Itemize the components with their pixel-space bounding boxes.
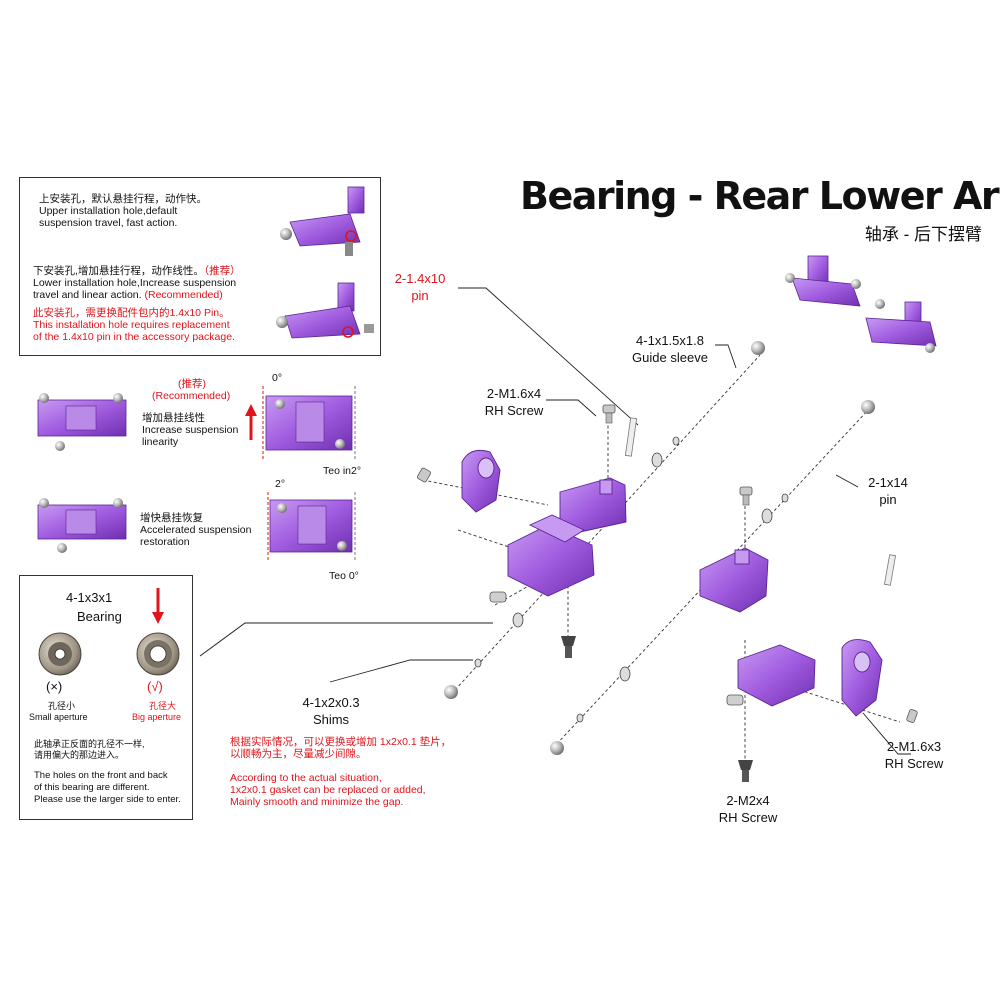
lower-hole-text-en-1: Lower installation hole,Increase suspens… [33, 277, 237, 289]
pin-1-4x10-part [624, 417, 638, 457]
shim-note-zh-2: 以顺畅为主，尽量减少间隙。 [230, 748, 367, 760]
bearing-title-1: 4-1x3x1 [66, 590, 113, 605]
pin-1x14-right-part [883, 554, 897, 586]
bearing-note-en-2: of this bearing are different. [34, 782, 150, 793]
right-knuckle-part [841, 639, 883, 717]
wrong-mark: (×) [46, 679, 63, 694]
assembled-arm-preview-image [785, 255, 937, 353]
install-hole-box: 上安装孔，默认悬挂行程，动作快。 Upper installation hole… [19, 177, 381, 356]
red-up-arrow-icon [245, 404, 257, 440]
linearity-text-zh: 增加悬挂线性 [142, 412, 205, 424]
page-title: Bearing - Rear Lower Arm [520, 174, 1000, 218]
upper-hole-text-en-2: suspension travel, fast action. [39, 217, 178, 229]
toe-in2-label: Teo in2° [323, 465, 362, 477]
right-upper-mount-part [699, 547, 769, 613]
angle-0-label: 0° [272, 372, 283, 384]
shim-note-zh-1: 根据实际情况，可以更换或增加 1x2x0.1 垫片， [230, 736, 452, 748]
toe-in2-right-image [262, 386, 356, 460]
pin-note-en-2: of the 1.4x10 pin in the accessory packa… [33, 331, 235, 343]
bearing-note-zh-1: 此轴承正反面的孔径不一样, [34, 739, 145, 749]
bearing-note-en-1: The holes on the front and back [34, 770, 168, 781]
guide-sleeve-balls [444, 341, 875, 755]
linearity-text-en-2: linearity [142, 436, 179, 448]
lower-hole-text-zh: 下安装孔,增加悬挂行程，动作线性。（推荐） [33, 265, 241, 277]
toe-0-label: Teo 0° [329, 570, 359, 582]
upper-hole-text-en-1: Upper installation hole,default [39, 205, 178, 217]
pin-note-en-1: This installation hole requires replacem… [33, 319, 230, 331]
bearing-leader-line [199, 622, 493, 657]
right-mark: (√) [147, 679, 163, 694]
lower-hole-text-en-2: travel and linear action. (Recommended) [33, 289, 223, 301]
toe-recommended-en: (Recommended) [152, 390, 231, 402]
bearing-title-2: Bearing [77, 609, 122, 624]
bearing-note-en-3: Please use the larger side to enter. [34, 794, 181, 805]
restore-text-en-2: restoration [140, 536, 190, 548]
lower-hole-arm-image [276, 282, 374, 339]
upper-hole-text-zh: 上安装孔，默认悬挂行程，动作快。 [39, 193, 207, 205]
shims-parts [474, 436, 789, 723]
red-down-arrow-icon [152, 588, 164, 624]
screws-parts [417, 404, 918, 782]
pin-note-zh: 此安装孔，需更换配件包内的1.4x10 Pin。 [33, 307, 230, 319]
toe-recommended-zh: (推荐) [178, 378, 206, 390]
toe-restore-left-image [37, 498, 127, 553]
restore-text-en-1: Accelerated suspension [140, 524, 252, 536]
big-aperture-zh: 孔径大 [149, 701, 177, 711]
small-aperture-zh: 孔径小 [48, 701, 76, 711]
bearing-note-zh-2: 请用偏大的那边进入。 [34, 750, 125, 760]
left-lower-arm-part [507, 514, 595, 597]
bearing-box: 4-1x3x1 Bearing (×) (√) 孔径小 Small apertu… [19, 575, 193, 820]
callout-leader-lines [329, 287, 911, 755]
toe-0-right-image [267, 492, 356, 562]
small-aperture-en: Small aperture [29, 712, 88, 722]
restore-text-zh: 增快悬挂恢复 [140, 512, 203, 524]
upper-hole-arm-image [280, 186, 365, 256]
angle-2-label: 2° [275, 478, 286, 490]
page-subtitle: 轴承 - 后下摆臂 [864, 225, 982, 244]
assembly-axes [422, 354, 901, 765]
left-knuckle-part [461, 449, 501, 513]
shim-note-en-2: 1x2x0.1 gasket can be replaced or added, [230, 784, 426, 796]
shim-note-en-3: Mainly smooth and minimize the gap. [230, 796, 404, 808]
small-aperture-bearing-icon [38, 632, 82, 676]
linearity-text-en-1: Increase suspension [142, 424, 239, 436]
toe-linearity-left-image [37, 393, 127, 451]
big-aperture-en: Big aperture [132, 712, 182, 722]
right-lower-arm-part [737, 644, 816, 707]
big-aperture-bearing-icon [136, 632, 180, 676]
shim-note-en-1: According to the actual situation, [230, 772, 382, 784]
